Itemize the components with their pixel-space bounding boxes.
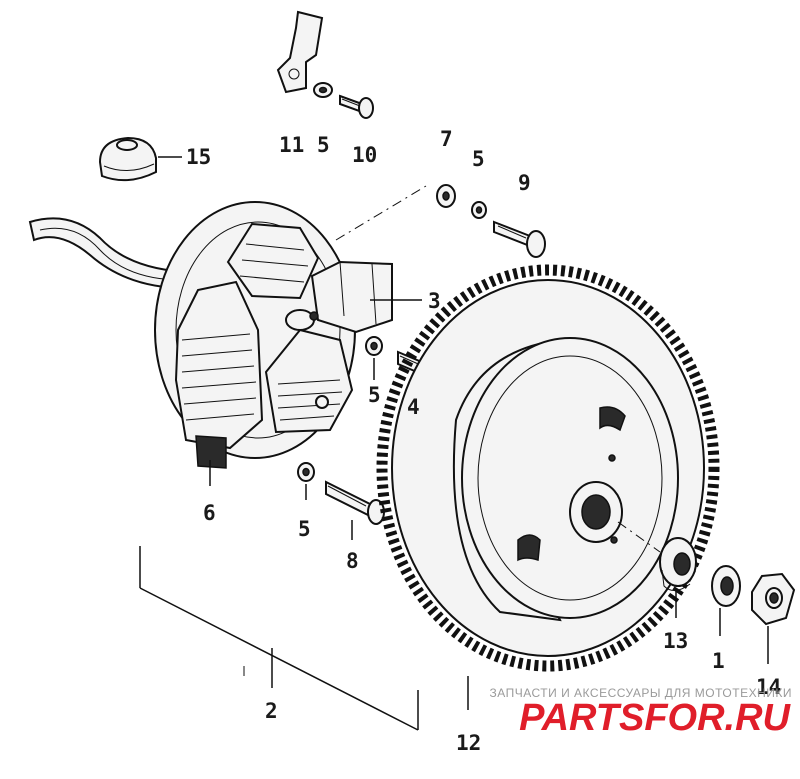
callout-7: 7 [440,127,453,151]
callout-2: 2 [265,699,278,723]
part-5-washer-right [471,201,487,219]
part-11-bracket [276,10,324,94]
callout-14: 14 [756,675,781,699]
part-12-flywheel [376,264,720,672]
part-7-washer [436,184,456,208]
callout-5-lower: 5 [298,517,311,541]
watermark: ЗАПЧАСТИ И АКСЕССУАРЫ ДЛЯ МОТОТЕХНИКИ PA… [490,686,792,739]
part-6-stator-assembly [28,201,393,469]
part-5-washer-lower [297,462,315,482]
callout-13: 13 [663,629,688,653]
callout-9: 9 [518,171,531,195]
watermark-brand-right: FOR.RU [644,697,791,739]
part-9-screw [493,220,546,258]
callout-10: 10 [352,143,377,167]
callout-4: 4 [407,395,420,419]
callout-5-top: 5 [317,133,330,157]
part-1-washer [711,565,741,607]
part-10-screw [339,94,374,119]
part-13-spacer [659,537,697,591]
part-5-washer-top [313,82,333,98]
part-2-group-bracket [139,546,419,731]
callout-6: 6 [203,501,216,525]
watermark-caption: ЗАПЧАСТИ И АКСЕССУАРЫ ДЛЯ МОТОТЕХНИКИ [490,686,792,700]
part-5-washer-middle [365,336,383,356]
callout-3: 3 [428,289,441,313]
callout-11: 11 [279,133,304,157]
part-14-nut [751,572,796,626]
watermark-brand-left: PARTS [519,697,644,739]
watermark-brand: PARTSFOR.RU [519,697,791,739]
callout-12: 12 [456,731,481,755]
part-3-breaker [310,260,393,334]
callout-5-middle: 5 [368,383,381,407]
callout-1: 1 [712,649,725,673]
callout-8: 8 [346,549,359,573]
part-15-cap [98,136,157,182]
callout-15: 15 [186,145,211,169]
part-8-screw [325,480,385,525]
callout-5-right: 5 [472,147,485,171]
